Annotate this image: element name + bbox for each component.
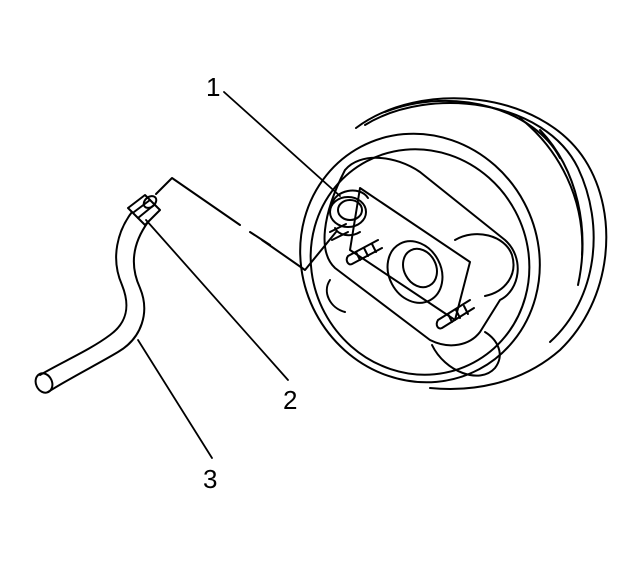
mounting-studs <box>329 223 475 330</box>
callout-3: 3 <box>203 464 218 494</box>
leader-line-1 <box>223 91 341 197</box>
callout-2: 2 <box>283 385 298 415</box>
vacuum-hose <box>34 194 161 394</box>
brake-booster-housing <box>299 97 608 391</box>
callout-1: 1 <box>206 72 221 102</box>
leader-lines <box>137 91 341 459</box>
leader-line-2 <box>145 219 289 381</box>
assembly-path-line <box>155 177 337 271</box>
hose-fitting <box>127 194 161 226</box>
check-valve-grommet <box>329 189 369 237</box>
leader-line-3 <box>137 339 213 459</box>
